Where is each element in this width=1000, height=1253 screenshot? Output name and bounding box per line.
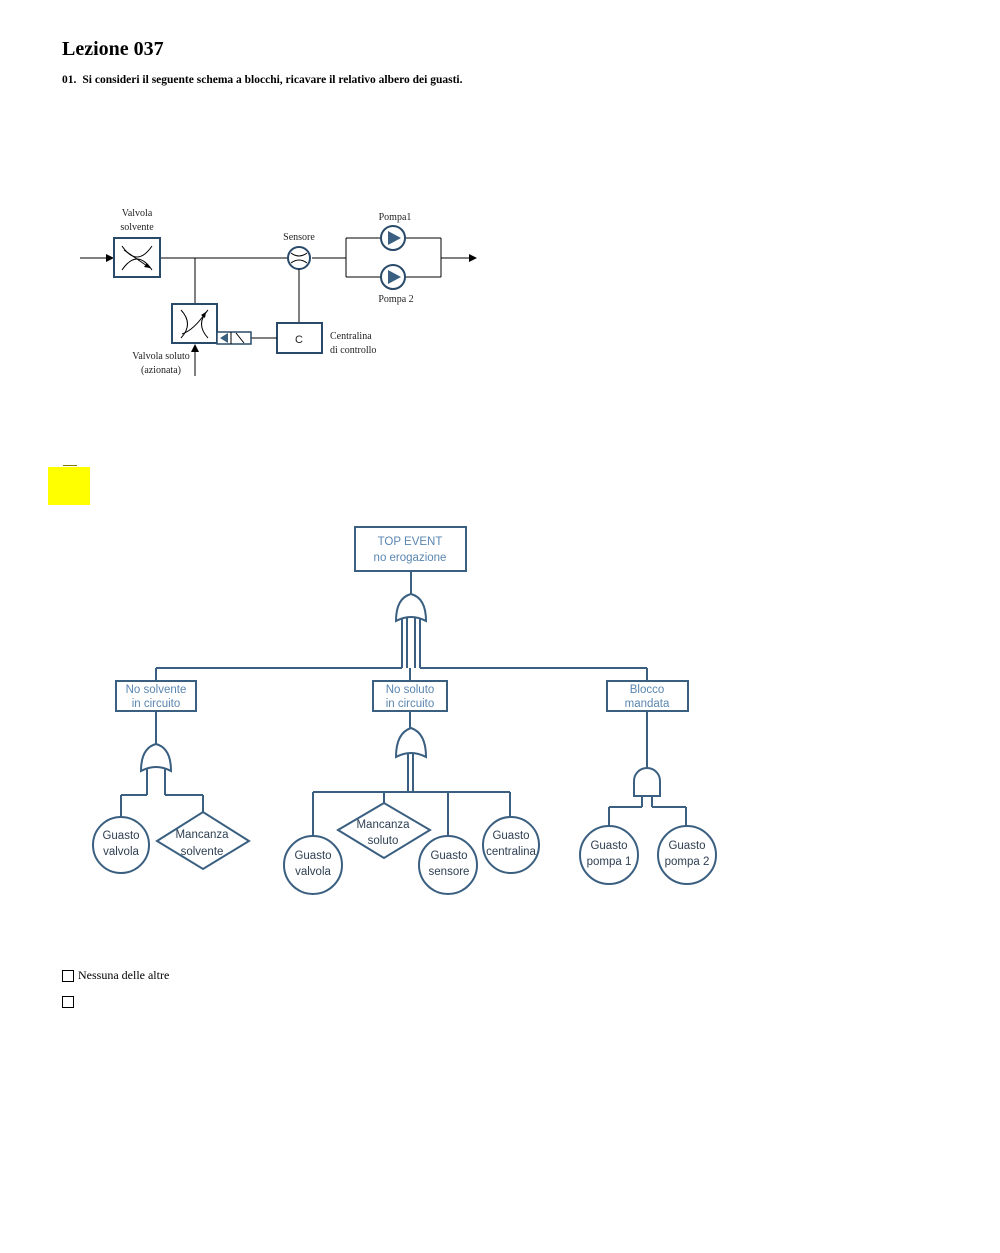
guasto-valvola-2-line-1: Guasto <box>294 850 331 862</box>
mancanza-solvente-line-2: solvente <box>181 846 224 858</box>
guasto-centralina-line-2: centralina <box>486 846 536 858</box>
no-soluto-line-1: No soluto <box>386 684 435 696</box>
basic-guasto-valvola-2: Guasto valvola <box>283 835 343 895</box>
basic-guasto-centralina: Guasto centralina <box>482 816 540 874</box>
basic-mancanza-soluto: Mancanza soluto <box>336 801 432 860</box>
pompa1-label: Pompa1 <box>379 212 412 223</box>
lesson-title: Lezione 037 <box>62 38 164 60</box>
guasto-pompa1-line-2: pompa 1 <box>587 856 632 868</box>
top-event-line-1: TOP EVENT <box>378 536 443 548</box>
mancanza-soluto-line-2: soluto <box>368 835 399 847</box>
guasto-valvola-1-line-1: Guasto <box>102 830 139 842</box>
block-diagram: Valvola solvente Sensore Pompa1 Pompa 2 … <box>80 208 477 376</box>
pompa1-symbol <box>380 225 406 251</box>
fault-tree-diagram: TOP EVENT no erogazione No solvente in c… <box>92 526 717 895</box>
answer-checkbox-1[interactable] <box>62 969 74 982</box>
event-blocco-mandata: Blocco mandata <box>606 680 689 712</box>
answer-option-2[interactable] <box>62 996 78 1008</box>
guasto-pompa2-line-1: Guasto <box>668 840 705 852</box>
valvola-solvente-block <box>113 237 161 278</box>
mancanza-solvente-line-1: Mancanza <box>175 829 229 841</box>
pompa2-symbol <box>380 264 406 290</box>
guasto-valvola-2-line-2: valvola <box>295 866 331 878</box>
answer-option-1[interactable]: Nessuna delle altre <box>62 968 169 983</box>
question-text: Si consideri il seguente schema a blocch… <box>82 74 463 86</box>
guasto-sensore-line-1: Guasto <box>430 850 467 862</box>
valvola-soluto-label-2: (azionata) <box>141 365 181 376</box>
sensore-symbol <box>287 246 311 270</box>
guasto-pompa1-line-1: Guasto <box>590 840 627 852</box>
highlight-mark <box>48 467 90 505</box>
centralina-label-2: di controllo <box>330 345 376 356</box>
basic-mancanza-solvente: Mancanza solvente <box>155 810 251 871</box>
guasto-valvola-1-line-2: valvola <box>103 846 139 858</box>
event-no-solvente: No solvente in circuito <box>115 680 197 712</box>
question-number: 01. <box>62 74 77 86</box>
valvola-solvente-label-2: solvente <box>120 222 154 233</box>
event-no-soluto: No soluto in circuito <box>372 680 448 712</box>
basic-guasto-sensore: Guasto sensore <box>418 835 478 895</box>
guasto-centralina-line-1: Guasto <box>492 830 529 842</box>
guasto-sensore-line-2: sensore <box>429 866 470 878</box>
basic-guasto-pompa2: Guasto pompa 2 <box>657 825 717 885</box>
question: 01. Si consideri il seguente schema a blo… <box>62 74 462 86</box>
mancanza-soluto-line-1: Mancanza <box>356 819 410 831</box>
top-event-line-2: no erogazione <box>374 552 447 564</box>
basic-guasto-pompa1: Guasto pompa 1 <box>579 825 639 885</box>
no-soluto-line-2: in circuito <box>386 698 435 710</box>
centralina-block <box>276 322 323 354</box>
valvola-solvente-label-1: Valvola <box>122 208 153 219</box>
valvola-soluto-block <box>171 303 252 345</box>
valvola-soluto-label-1: Valvola soluto <box>132 351 190 362</box>
blocco-line-1: Blocco <box>630 684 665 696</box>
no-solvente-line-1: No solvente <box>126 684 187 696</box>
centralina-symbol: C <box>295 334 303 346</box>
pompa2-label: Pompa 2 <box>378 294 413 305</box>
answer-label-1: Nessuna delle altre <box>78 968 170 982</box>
sensore-label: Sensore <box>283 232 315 243</box>
basic-guasto-valvola-1: Guasto valvola <box>92 816 150 874</box>
top-event: TOP EVENT no erogazione <box>354 526 467 572</box>
blocco-line-2: mandata <box>625 698 670 710</box>
guasto-pompa2-line-2: pompa 2 <box>665 856 710 868</box>
no-solvente-line-2: in circuito <box>132 698 181 710</box>
highlight-tick <box>63 465 77 466</box>
centralina-label-1: Centralina <box>330 331 372 342</box>
answer-checkbox-2[interactable] <box>62 996 74 1008</box>
